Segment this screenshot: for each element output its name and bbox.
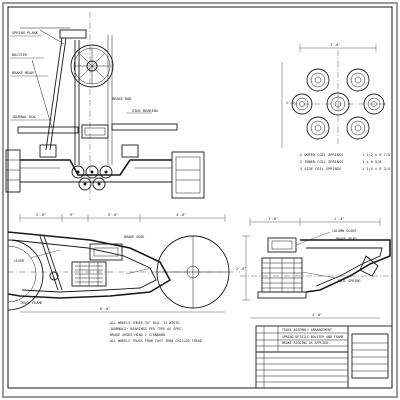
spring-table: 2 OUTER COIL SPRINGS 1 1/2 x 6 7/8 2 INN… <box>300 153 390 171</box>
side-spring-nest <box>71 261 107 287</box>
spring-coil-bottom-right <box>346 116 370 140</box>
right-side-frame <box>171 151 205 199</box>
spring-coil-top-left <box>306 68 330 92</box>
label-coil-spring: COIL SPRING <box>338 279 360 283</box>
dim-side-e: 6'-0" <box>100 307 110 311</box>
section-frame <box>300 239 391 293</box>
note-1: ALL WHEELS THREE 33" DIA. 11 WIDTH <box>110 321 179 325</box>
label-column-guide: COLUMN GUIDE <box>332 229 357 233</box>
title-block: TRUCK ASSEMBLY ARRANGEMENT SPRING DETAIL… <box>255 325 393 389</box>
label-brake-beam: BRAKE BEAM <box>12 71 34 75</box>
label-brake-shoe: BRAKE SHOE <box>124 235 144 239</box>
note-3: BRAKE SHOES HEAD 1 STANDARD <box>110 333 165 337</box>
spring-coil-bottom-left <box>306 116 330 140</box>
title-row-1: TRUCK ASSEMBLY ARRANGEMENT <box>282 328 332 332</box>
title-row-2: SPRING DETAILS BOLSTER AND FRAME <box>282 335 343 339</box>
brake-wheel <box>70 44 114 88</box>
dim-section-c: 2'-0" <box>236 267 246 271</box>
truck-side-elevation: 2'-6" 9" 5'-0" 4'-6" LEVER <box>7 213 240 343</box>
truck-section-view: 1'-8" 1'-4" 2'-0" COLUMN GUIDE COIL SPRI… <box>236 217 392 319</box>
truck-end-view: SPRING PLANK BOLSTER BRAKE BEAM JOURNAL … <box>5 12 205 200</box>
left-side-frame <box>5 149 21 193</box>
left-wheel-arc <box>7 239 44 311</box>
label-brake-head: BRAKE HEAD <box>336 237 356 241</box>
inner-border <box>7 6 393 389</box>
spring-plan-view: 3'-0" 2'-3" 2 OUTER COIL SPRINGS 1 1/2 x… <box>281 43 390 171</box>
general-notes: ALL WHEELS THREE 33" DIA. 11 WIDTH JOURN… <box>110 321 202 343</box>
dim-side-c: 5'-0" <box>108 213 118 217</box>
dim-side-a: 2'-6" <box>36 213 46 217</box>
spring-coil-mid-right <box>363 93 385 115</box>
title-row-3: BRAKE RIGGING AS APPLIED <box>282 341 328 345</box>
label-truck-frame: TRUCK FRAME <box>20 301 42 305</box>
spring-row-3-label: 4 SIDE COIL SPRINGS <box>300 167 341 171</box>
note-4: ALL WHEELS TRUCK FROM CAST IRON CHILLED … <box>110 339 202 343</box>
label-side-bearing: SIDE BEARING <box>132 109 158 113</box>
journal-box <box>89 243 123 261</box>
dim-section-a: 1'-8" <box>268 217 278 221</box>
label-lever: LEVER <box>14 259 25 263</box>
dim-spring-plan-height: 2'-3" <box>286 101 296 105</box>
note-2: JOURNALS: BEARINGS PER TYPE AS SPEC. <box>110 327 184 331</box>
dim-side-b: 9" <box>70 213 74 217</box>
label-brake-rod: BRAKE ROD <box>112 97 131 101</box>
spring-row-1-value: 1 1/2 x 6 7/8 <box>362 153 390 157</box>
spring-row-3-value: 1 1/4 x 6 3/4 <box>362 167 390 171</box>
label-spring-plank: SPRING PLANK <box>12 31 39 35</box>
dim-section-d: 3'-0" <box>312 313 322 317</box>
spring-row-1-label: 2 OUTER COIL SPRINGS <box>300 153 343 157</box>
spring-row-2-label: 2 INNER COIL SPRINGS <box>300 160 343 164</box>
dim-spring-plan-width: 3'-0" <box>330 43 340 47</box>
spring-coil-center <box>326 92 350 116</box>
spring-row-2-value: 1 x 6 5/8 <box>362 160 381 164</box>
dim-section-b: 1'-4" <box>334 217 344 221</box>
dim-side-d: 4'-6" <box>176 213 186 217</box>
spring-coil-mid-left <box>291 93 313 115</box>
spring-coil-top-right <box>346 68 370 92</box>
label-bolster: BOLSTER <box>12 53 28 57</box>
label-journal-box: JOURNAL BOX <box>12 115 37 119</box>
